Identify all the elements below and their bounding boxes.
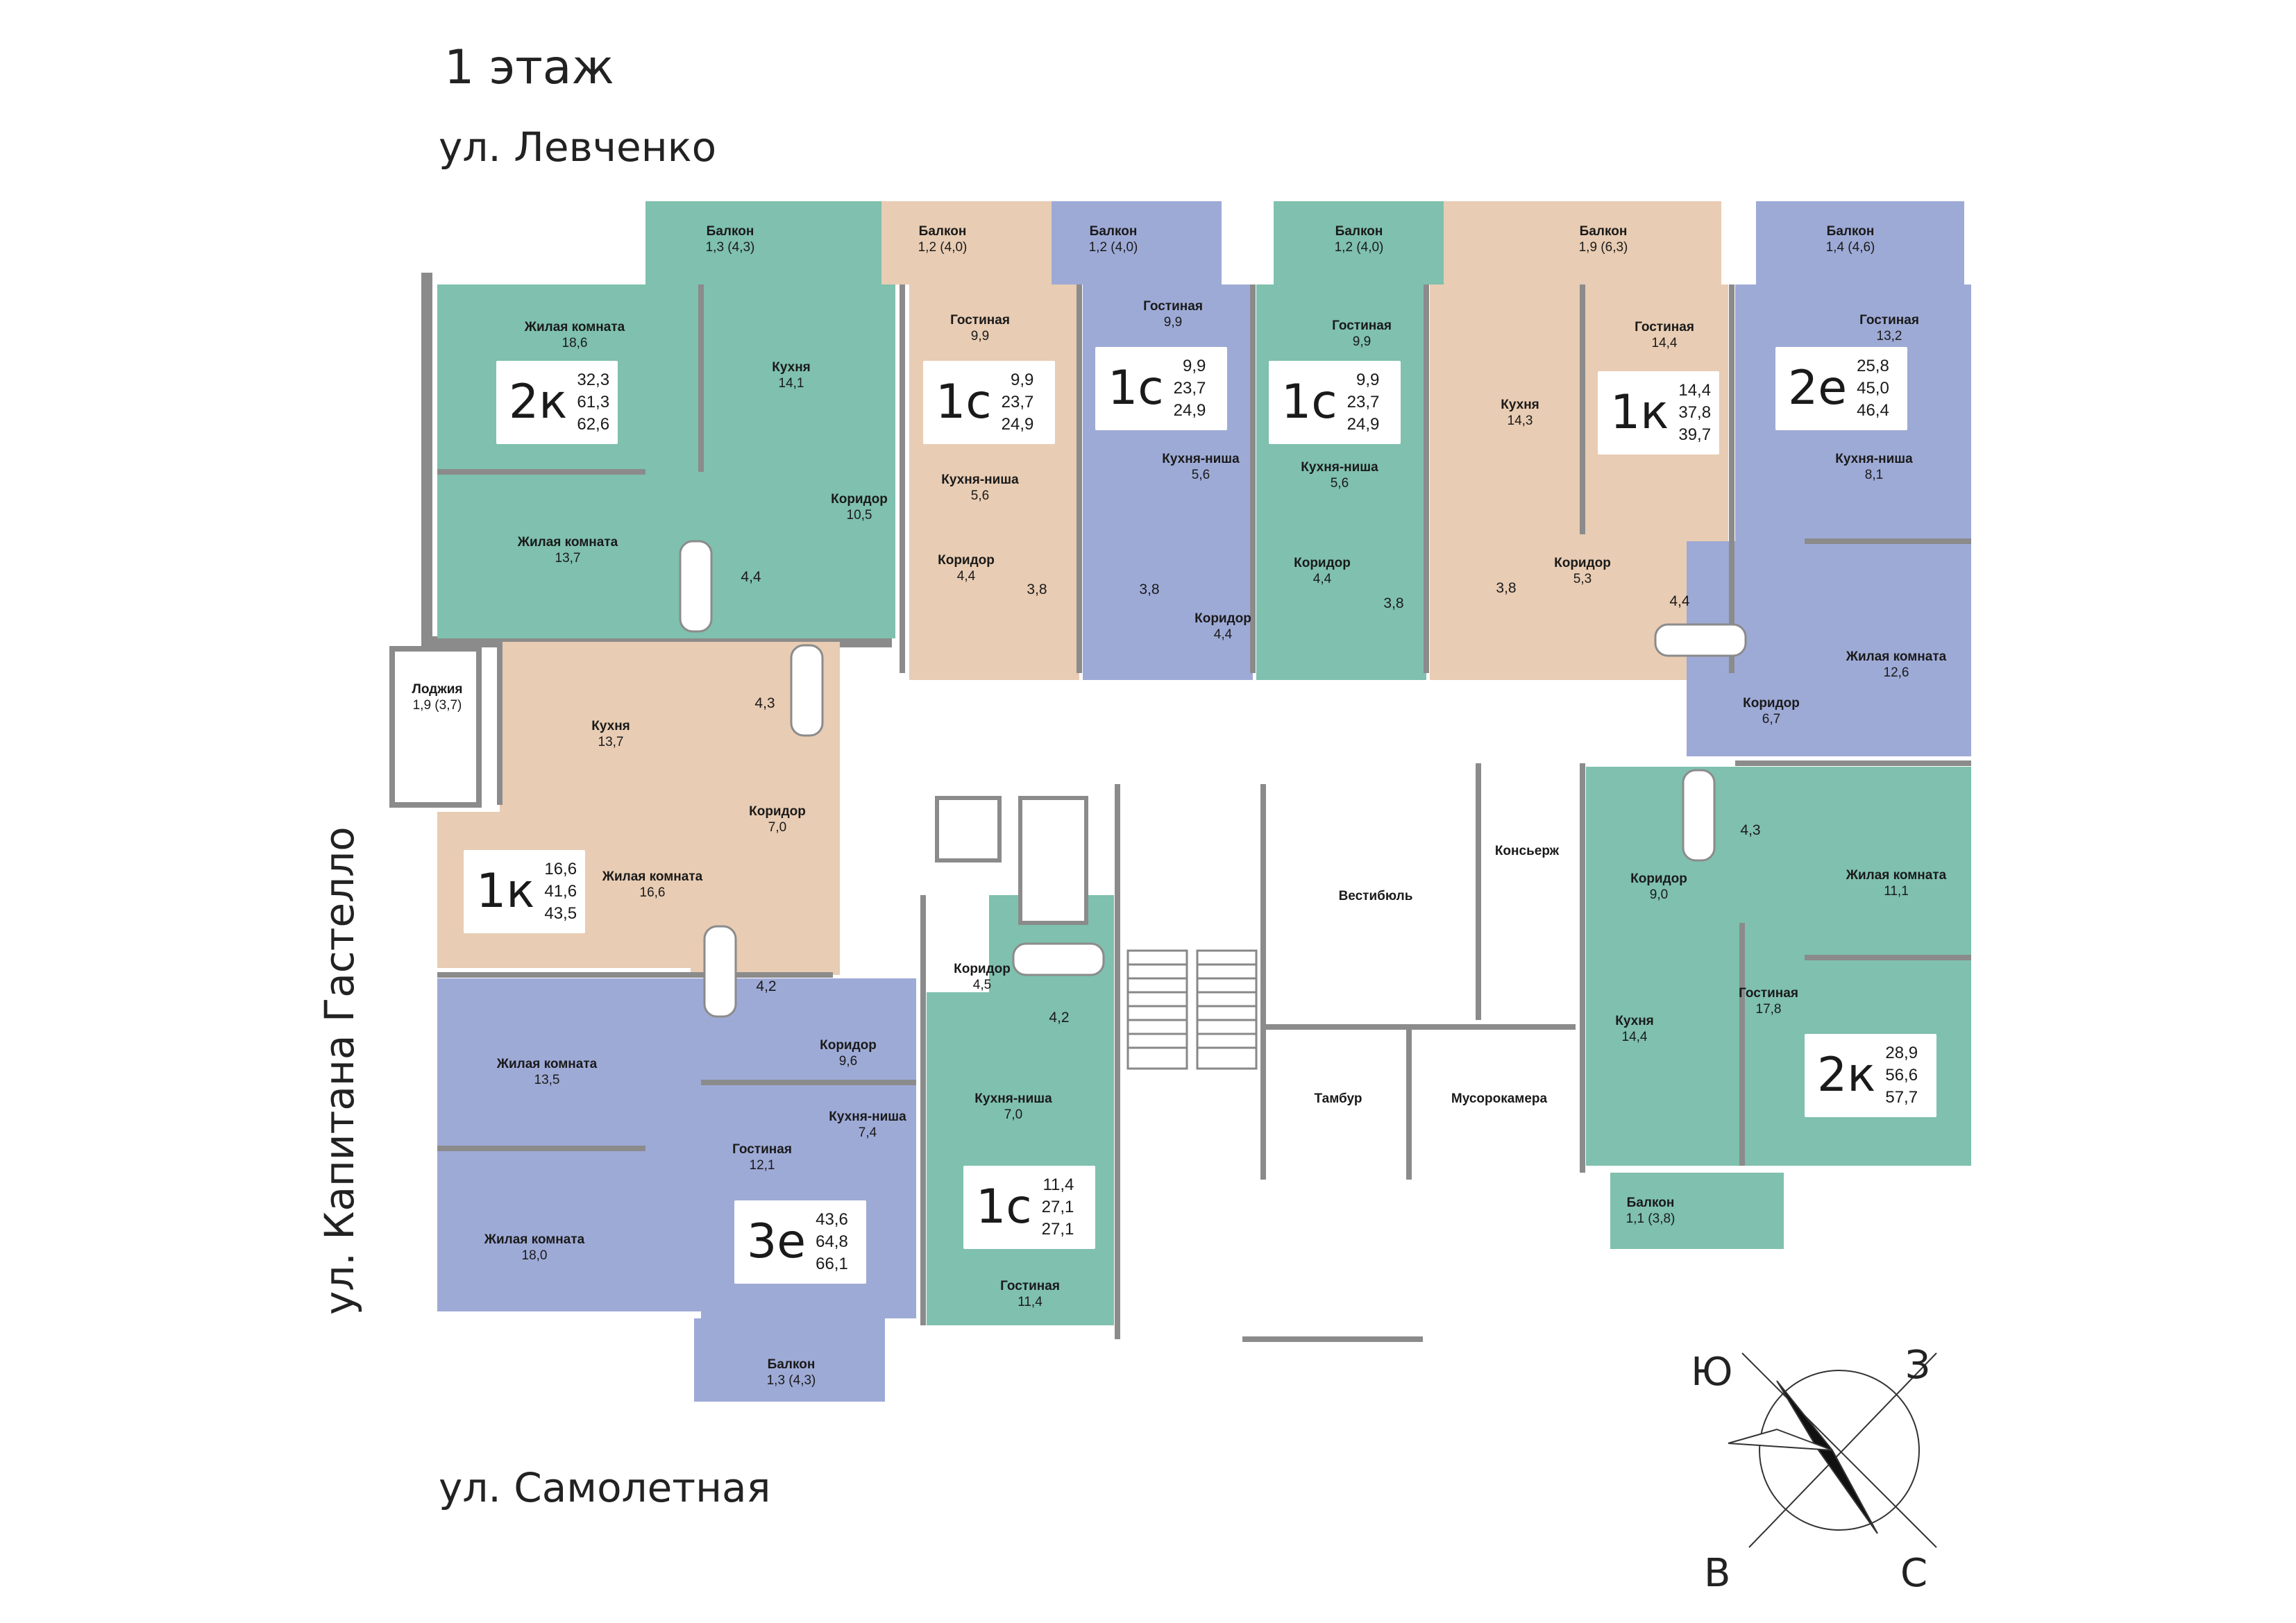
apt-code: 1к <box>1610 385 1669 440</box>
apt-code: 2е <box>1788 361 1848 416</box>
apartment-1s-beige[interactable] <box>881 201 1079 680</box>
balcony-1 <box>645 201 833 271</box>
apt-code: 2к <box>509 375 568 430</box>
interior-walls <box>437 284 1971 1342</box>
bath-area: 3,8 <box>1027 581 1047 597</box>
room-label: Тамбур <box>1314 1091 1362 1106</box>
street-left: ул. Капитана Гастелло <box>316 826 363 1315</box>
apt-code: 1с <box>976 1180 1032 1234</box>
apartment-1k-top[interactable] <box>1430 201 1728 680</box>
bath-area: 4,3 <box>754 695 775 711</box>
street-top: ул. Левченко <box>439 124 717 171</box>
bath-area: 3,8 <box>1383 595 1404 611</box>
compass-label-south: Ю <box>1691 1350 1733 1395</box>
loggia <box>389 646 482 808</box>
bath-area: 4,2 <box>756 978 777 994</box>
apt-code: 1с <box>1281 375 1337 430</box>
elevator-shafts <box>935 796 1088 925</box>
apt-code: 1с <box>1108 361 1164 416</box>
bath-area: 3,8 <box>1496 580 1517 596</box>
apartment-1s-green[interactable] <box>1256 201 1444 680</box>
bath-area: 4,3 <box>1740 822 1761 838</box>
bath-area: 4,4 <box>741 569 761 585</box>
street-bottom: ул. Самолетная <box>439 1464 771 1511</box>
room-label: Мусорокамера <box>1451 1091 1548 1106</box>
apt-code: 3е <box>747 1214 807 1269</box>
staircase <box>1126 949 1258 1070</box>
compass-label-north: С <box>1900 1551 1928 1596</box>
compass <box>1728 1352 1937 1548</box>
room-label: Консьерж <box>1494 844 1560 858</box>
apt-code: 1с <box>936 375 992 430</box>
bath-area: 4,4 <box>1669 593 1690 609</box>
compass-label-east: В <box>1704 1551 1731 1596</box>
room-label: Вестибюль <box>1338 889 1413 903</box>
bathtubs <box>679 540 1747 1018</box>
apartment-2e[interactable] <box>1687 201 1971 756</box>
compass-label-west: З <box>1905 1343 1930 1388</box>
bath-area: 3,8 <box>1139 581 1160 597</box>
apt-code: 2к <box>1817 1048 1876 1103</box>
apt-code: 1к <box>476 864 535 919</box>
bath-area: 4,2 <box>1049 1010 1070 1026</box>
floor-title: 1 этаж <box>444 40 614 95</box>
